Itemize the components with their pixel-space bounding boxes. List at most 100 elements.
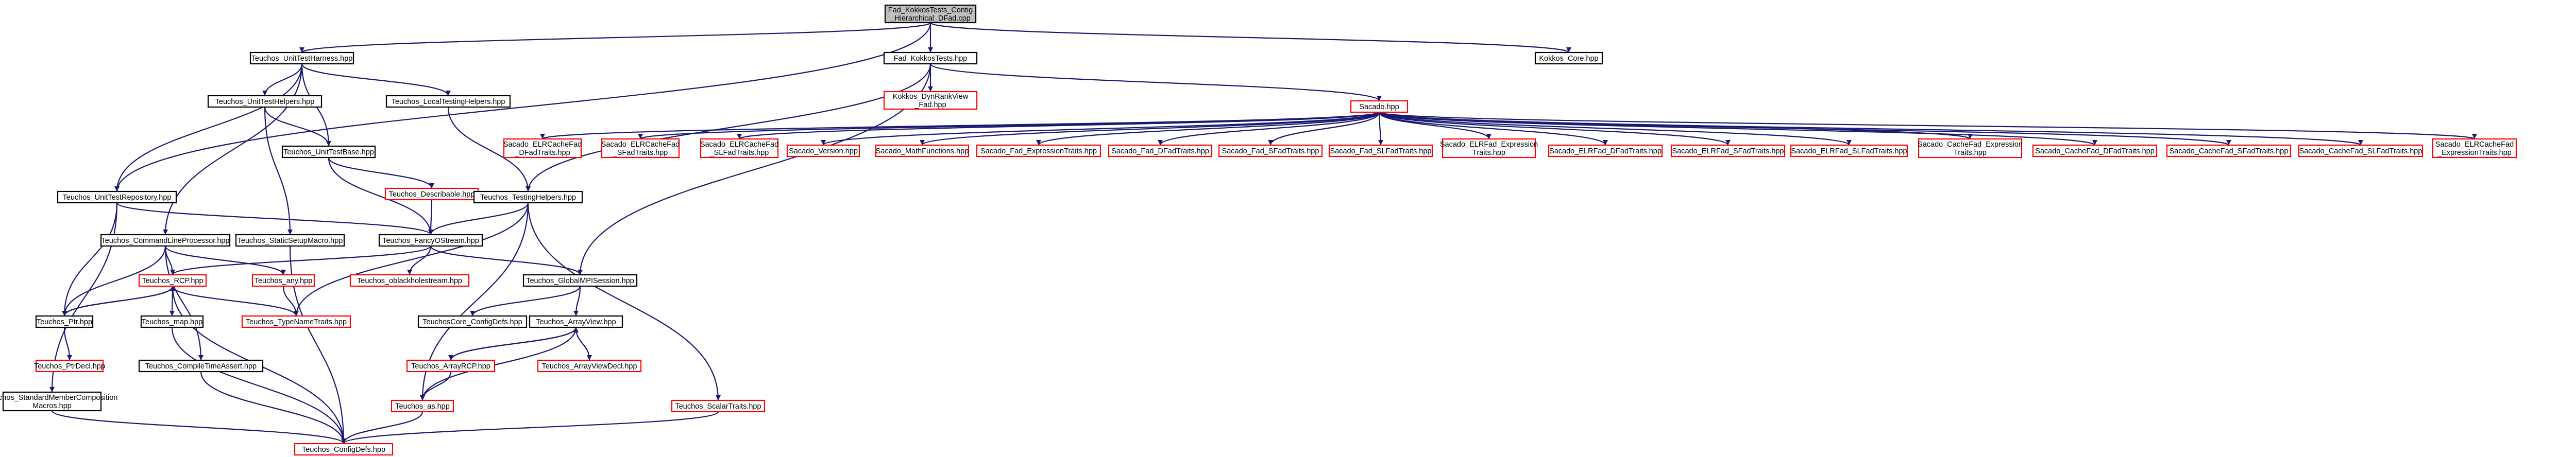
- node-sacado-elrfad-slfadtraits-hpp[interactable]: Sacado_ELRFad_SLFadTraits.hpp: [1790, 144, 1908, 157]
- include-edge: [1378, 112, 1492, 139]
- node-teuchos-fancyostream-hpp[interactable]: Teuchos_FancyOStream.hpp: [378, 234, 483, 247]
- node-sacado-elrfad-expressiontraits-hpp[interactable]: Sacado_ELRFad_ExpressionTraits.hpp: [1440, 138, 1538, 159]
- include-edge: [341, 411, 719, 445]
- node-sacado-cachefad-dfadtraits-hpp[interactable]: Sacado_CacheFad_DFadTraits.hpp: [2032, 144, 2158, 157]
- node-label: TeuchosCore_ConfigDefs.hpp: [422, 318, 522, 326]
- node-label: Teuchos_Describable.hpp: [389, 190, 475, 199]
- node-label: Teuchos_UnitTestBase.hpp: [283, 148, 374, 156]
- node-teuchos-arrayview-hpp[interactable]: Teuchos_ArrayView.hpp: [529, 315, 623, 328]
- node-kokkos-core-hpp[interactable]: Kokkos_Core.hpp: [1534, 51, 1603, 65]
- node-teuchos-oblackholestream-hpp[interactable]: Teuchos_oblackholestream.hpp: [349, 274, 470, 287]
- include-edge: [62, 245, 166, 317]
- truncated-node-box: [786, 144, 860, 157]
- node-label: Teuchos_any.hpp: [255, 277, 313, 285]
- node-sacado-cachefad-sfadtraits-hpp[interactable]: Sacado_CacheFad_SFadTraits.hpp: [2166, 144, 2292, 157]
- node-sacado-hpp[interactable]: Sacado.hpp: [1350, 100, 1409, 113]
- node-teuchos-as-hpp[interactable]: Teuchos_as.hpp: [391, 399, 454, 413]
- node-teuchos-ptr-hpp[interactable]: Teuchos_Ptr.hpp: [35, 315, 94, 328]
- include-edge: [573, 286, 581, 317]
- node-teuchos-testinghelpers-hpp[interactable]: Teuchos_TestingHelpers.hpp: [473, 190, 583, 204]
- node-sacado-fad-expressiontraits-hpp[interactable]: Sacado_Fad_ExpressionTraits.hpp: [976, 144, 1101, 157]
- node-teuchos-standardmembercompositionmacros-hpp[interactable]: Teuchos_StandardMemberCompositionMacros.…: [0, 391, 117, 412]
- truncated-node-box: [1790, 144, 1908, 157]
- node-label: Sacado_Fad_DFadTraits.hpp: [1111, 147, 1209, 155]
- node-label: Teuchos_FancyOStream.hpp: [382, 237, 479, 245]
- node-teuchos-rcp-hpp[interactable]: Teuchos_RCP.hpp: [138, 274, 207, 287]
- node-sacado-version-hpp[interactable]: Sacado_Version.hpp: [786, 144, 860, 157]
- node-sacado-cachefad-slfadtraits-hpp[interactable]: Sacado_CacheFad_SLFadTraits.hpp: [2298, 144, 2424, 157]
- truncated-node-box: [1442, 138, 1536, 159]
- node-sacado-elrcachefad-slfadtraits-hpp[interactable]: Sacado_ELRCacheFad_SLFadTraits.hpp: [700, 138, 778, 159]
- node-label: Sacado_ELRCacheFad: [601, 140, 680, 149]
- node-label: Teuchos_RCP.hpp: [142, 277, 203, 285]
- node-teuchos-staticsetupmacro-hpp[interactable]: Teuchos_StaticSetupMacro.hpp: [235, 234, 345, 247]
- node-kokkos-dynrankview-fad-hpp[interactable]: Kokkos_DynRankView_Fad.hpp: [883, 91, 978, 110]
- node-teuchoscore-configdefs-hpp[interactable]: TeuchosCore_ConfigDefs.hpp: [417, 315, 528, 328]
- node-teuchos-arrayviewdecl-hpp[interactable]: Teuchos_ArrayViewDecl.hpp: [537, 359, 642, 373]
- node-teuchos-commandlineprocessor-hpp[interactable]: Teuchos_CommandLineProcessor.hpp: [100, 234, 231, 247]
- include-edge: [328, 157, 434, 189]
- node-teuchos-map-hpp[interactable]: Teuchos_map.hpp: [140, 315, 204, 328]
- include-edge: [1158, 112, 1380, 146]
- node-box: [35, 315, 94, 328]
- node-label: Teuchos_UnitTestHarness.hpp: [251, 55, 353, 63]
- node-teuchos-configdefs-hpp[interactable]: Teuchos_ConfigDefs.hpp: [294, 443, 394, 456]
- node-teuchos-ptrdecl-hpp[interactable]: Teuchos_PtrDecl.hpp: [34, 359, 105, 373]
- node-sacado-mathfunctions-hpp[interactable]: Sacado_MathFunctions.hpp: [875, 144, 970, 157]
- node-label: Teuchos_ScalarTraits.hpp: [675, 402, 761, 411]
- node-teuchos-unittestharness-hpp[interactable]: Teuchos_UnitTestHarness.hpp: [249, 51, 354, 65]
- root-file-node[interactable]: Fad_KokkosTests_Contig_Hierarchical_DFad…: [884, 4, 977, 24]
- node-sacado-cachefad-expressiontraits-hpp[interactable]: Sacado_CacheFad_ExpressionTraits.hpp: [1918, 138, 2023, 159]
- node-sacado-fad-sfadtraits-hpp[interactable]: Sacado_Fad_SFadTraits.hpp: [1218, 144, 1323, 157]
- node-box: [522, 274, 638, 287]
- node-teuchos-unittesthelpers-hpp[interactable]: Teuchos_UnitTestHelpers.hpp: [207, 95, 323, 108]
- node-teuchos-scalartraits-hpp[interactable]: Teuchos_ScalarTraits.hpp: [671, 399, 766, 413]
- truncated-node-box: [875, 144, 970, 157]
- node-teuchos-localtestinghelpers-hpp[interactable]: Teuchos_LocalTestingHelpers.hpp: [385, 95, 511, 108]
- node-sacado-fad-dfadtraits-hpp[interactable]: Sacado_Fad_DFadTraits.hpp: [1108, 144, 1213, 157]
- node-box: [417, 315, 528, 328]
- node-label: Fad_KokkosTests.hpp: [894, 55, 968, 63]
- node-label: Teuchos_oblackholestream.hpp: [357, 277, 462, 285]
- include-edge: [527, 202, 721, 401]
- node-sacado-fad-slfadtraits-hpp[interactable]: Sacado_Fad_SLFadTraits.hpp: [1328, 144, 1433, 157]
- node-sacado-elrfad-dfadtraits-hpp[interactable]: Sacado_ELRFad_DFadTraits.hpp: [1548, 144, 1663, 157]
- node-teuchos-arrayrcp-hpp[interactable]: Teuchos_ArrayRCP.hpp: [406, 359, 496, 373]
- node-teuchos-unittestbase-hpp[interactable]: Teuchos_UnitTestBase.hpp: [281, 145, 376, 159]
- node-sacado-elrcachefad-dfadtraits-hpp[interactable]: Sacado_ELRCacheFad_DFadTraits.hpp: [503, 138, 582, 159]
- node-label: Sacado_ELRFad_DFadTraits.hpp: [1549, 147, 1662, 155]
- node-label: Teuchos_ArrayViewDecl.hpp: [541, 362, 637, 371]
- node-teuchos-compiletimeassert-hpp[interactable]: Teuchos_CompileTimeAssert.hpp: [138, 359, 264, 373]
- node-label: Macros.hpp: [32, 402, 72, 410]
- node-fad-kokkostests-hpp[interactable]: Fad_KokkosTests.hpp: [883, 51, 978, 65]
- node-label: Teuchos_StaticSetupMacro.hpp: [238, 237, 343, 245]
- node-label: Teuchos_as.hpp: [395, 402, 450, 411]
- node-teuchos-any-hpp[interactable]: Teuchos_any.hpp: [251, 274, 315, 287]
- node-label: Sacado_Fad_SLFadTraits.hpp: [1330, 147, 1432, 155]
- include-edge: [1378, 111, 1852, 146]
- node-label: Sacado_CacheFad_DFadTraits.hpp: [2035, 147, 2155, 155]
- node-label: _SFadTraits.hpp: [613, 149, 668, 157]
- include-edge: [200, 371, 346, 444]
- node-sacado-elrfad-sfadtraits-hpp[interactable]: Sacado_ELRFad_SFadTraits.hpp: [1670, 144, 1786, 157]
- node-label: Teuchos_GlobalMPISession.hpp: [526, 277, 634, 285]
- truncated-node-box: [2298, 144, 2424, 157]
- include-edge: [341, 411, 423, 444]
- node-teuchos-describable-hpp[interactable]: Teuchos_Describable.hpp: [384, 187, 479, 201]
- node-box: [235, 234, 345, 247]
- include-edge: [328, 157, 433, 235]
- node-label: Sacado_ELRFad_SFadTraits.hpp: [1672, 147, 1784, 155]
- node-sacado-elrcachefad-expressiontraits-hpp[interactable]: Sacado_ELRCacheFad_ExpressionTraits.hpp: [2432, 138, 2517, 159]
- node-teuchos-globalmpisession-hpp[interactable]: Teuchos_GlobalMPISession.hpp: [522, 274, 638, 287]
- truncated-node-box: [503, 138, 582, 159]
- node-teuchos-unittestrepository-hpp[interactable]: Teuchos_UnitTestRepository.hpp: [57, 190, 177, 204]
- node-label: Teuchos_UnitTestHelpers.hpp: [215, 98, 315, 106]
- node-box: [529, 315, 623, 328]
- node-sacado-elrcachefad-sfadtraits-hpp[interactable]: Sacado_ELRCacheFad_SFadTraits.hpp: [601, 138, 680, 159]
- truncated-node-box: [35, 359, 104, 373]
- node-teuchos-typenametraits-hpp[interactable]: Teuchos_TypeNameTraits.hpp: [241, 315, 351, 328]
- truncated-node-box: [406, 359, 496, 373]
- truncated-node-box: [671, 399, 766, 413]
- include-edge: [62, 202, 118, 317]
